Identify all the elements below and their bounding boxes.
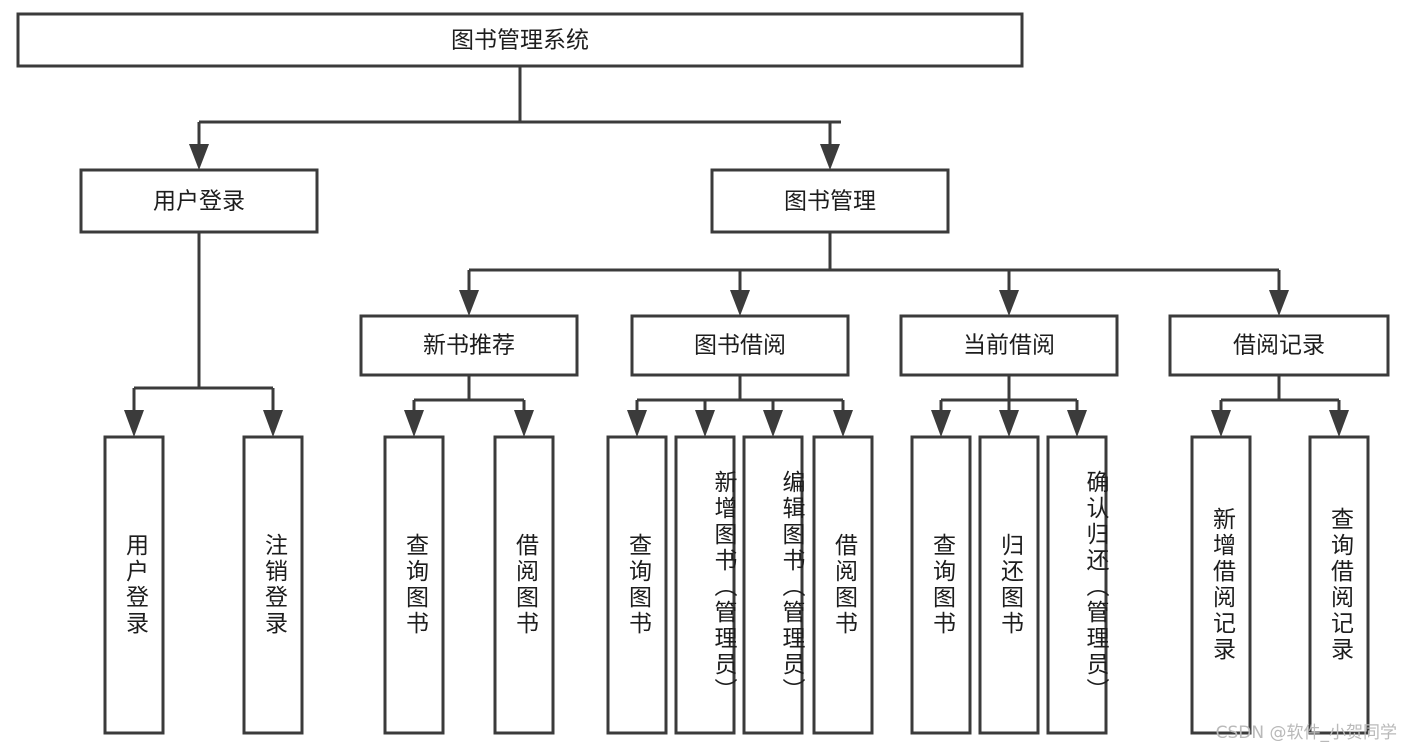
- connectors-book-borrow-to-leaves: [627, 375, 853, 437]
- arrow-head-leaf-edit-book: [763, 410, 783, 437]
- arrow-head-leaf-query-book-a: [404, 410, 424, 437]
- connectors-root-to-level2: [189, 66, 841, 170]
- leaf-box-edit-book[interactable]: [742, 435, 804, 735]
- arrow-head-new-book: [459, 290, 479, 316]
- leaf-box-query-book-c[interactable]: [910, 435, 972, 735]
- node-user-login-label: 用户登录: [153, 189, 245, 215]
- node-root-label: 图书管理系统: [451, 28, 589, 54]
- arrow-head-leaf-query-record: [1329, 410, 1349, 437]
- arrow-head-leaf-return-book: [999, 410, 1019, 437]
- leaf-box-borrow-book-a[interactable]: [493, 435, 555, 735]
- leaf-box-query-record[interactable]: [1308, 435, 1370, 735]
- connectors-book-manage-to-level3: [459, 232, 1289, 316]
- connectors-user-login-to-leaves: [124, 232, 283, 437]
- connectors-current-borrow-to-leaves: [931, 375, 1087, 437]
- node-book-manage-label: 图书管理: [784, 189, 876, 215]
- node-root-box[interactable]: [16, 12, 1024, 68]
- arrow-head-book-manage: [820, 144, 840, 170]
- node-root[interactable]: 图书管理系统: [16, 12, 1024, 68]
- arrow-head-leaf-add-book: [695, 410, 715, 437]
- node-book-borrow-label: 图书借阅: [694, 333, 786, 359]
- arrow-head-leaf-query-book-c: [931, 410, 951, 437]
- node-new-book[interactable]: 新书推荐: [359, 314, 579, 377]
- node-current-borrow-label: 当前借阅: [963, 333, 1055, 359]
- node-borrow-record[interactable]: 借阅记录: [1168, 314, 1390, 377]
- leaf-boxes: [103, 435, 1370, 735]
- leaf-box-user-login[interactable]: [103, 435, 165, 735]
- arrow-head-leaf-user-login: [124, 410, 144, 437]
- leaf-box-logout[interactable]: [242, 435, 304, 735]
- leaf-box-borrow-book-b[interactable]: [812, 435, 874, 735]
- leaf-box-add-book[interactable]: [674, 435, 736, 735]
- node-book-manage-box[interactable]: [710, 168, 950, 234]
- node-borrow-record-box[interactable]: [1168, 314, 1390, 377]
- connectors-new-book-to-leaves: [404, 375, 534, 437]
- node-user-login-box[interactable]: [79, 168, 319, 234]
- node-user-login[interactable]: 用户登录: [79, 168, 319, 234]
- node-current-borrow-box[interactable]: [899, 314, 1119, 377]
- arrow-head-user-login: [189, 144, 209, 170]
- arrow-head-leaf-borrow-book-a: [514, 410, 534, 437]
- arrow-head-leaf-query-book-b: [627, 410, 647, 437]
- node-book-borrow-box[interactable]: [630, 314, 850, 377]
- connectors-borrow-record-to-leaves: [1211, 375, 1349, 437]
- csdn-watermark: CSDN @软件_小贺同学: [1215, 723, 1397, 743]
- leaf-box-query-book-a[interactable]: [383, 435, 445, 735]
- leaf-box-add-record[interactable]: [1190, 435, 1252, 735]
- node-book-manage[interactable]: 图书管理: [710, 168, 950, 234]
- node-current-borrow[interactable]: 当前借阅: [899, 314, 1119, 377]
- arrow-head-leaf-logout: [263, 410, 283, 437]
- leaf-box-query-book-b[interactable]: [606, 435, 668, 735]
- leaf-box-confirm-return[interactable]: [1046, 435, 1108, 735]
- arrow-head-current-borrow: [999, 290, 1019, 316]
- node-new-book-box[interactable]: [359, 314, 579, 377]
- arrow-head-book-borrow: [730, 290, 750, 316]
- arrow-head-borrow-record: [1269, 290, 1289, 316]
- leaf-box-return-book[interactable]: [978, 435, 1040, 735]
- arrow-head-leaf-confirm-return: [1067, 410, 1087, 437]
- arrow-head-leaf-add-record: [1211, 410, 1231, 437]
- node-book-borrow[interactable]: 图书借阅: [630, 314, 850, 377]
- node-new-book-label: 新书推荐: [423, 333, 515, 359]
- arrow-head-leaf-borrow-book-b: [833, 410, 853, 437]
- node-borrow-record-label: 借阅记录: [1233, 333, 1325, 359]
